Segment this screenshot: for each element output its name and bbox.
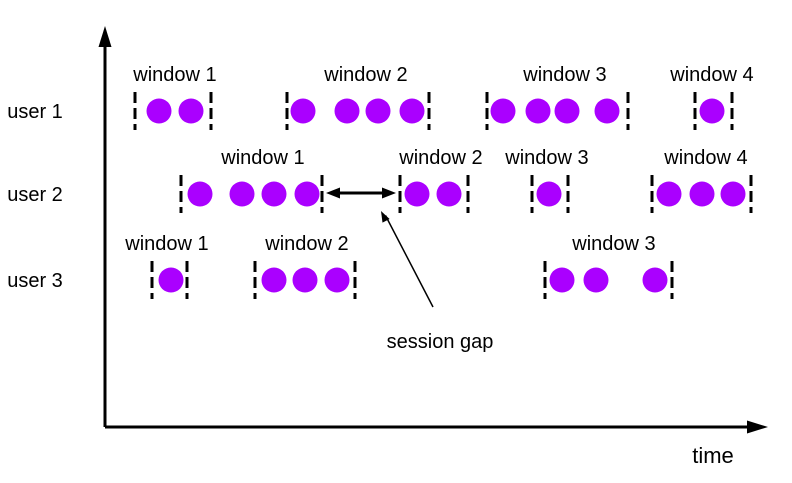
- window-label: window 4: [663, 147, 747, 169]
- event-dot: [656, 181, 682, 207]
- window-label: window 1: [132, 64, 216, 86]
- event-dot: [399, 98, 425, 124]
- session-gap-pointer-line: [384, 215, 434, 308]
- window-label: window 2: [264, 233, 348, 255]
- event-dot: [549, 267, 575, 293]
- session-gap-arrowhead-right-icon: [382, 187, 396, 199]
- user-row-label: user 3: [7, 270, 63, 292]
- event-dot: [490, 98, 516, 124]
- event-dot: [689, 181, 715, 207]
- event-dot: [324, 267, 350, 293]
- session-gap-arrowhead-left-icon: [326, 187, 340, 199]
- session-gap-pointer-arrowhead-icon: [381, 211, 390, 223]
- event-dot: [294, 181, 320, 207]
- y-axis: [98, 26, 112, 427]
- event-dot: [261, 267, 287, 293]
- event-dot: [229, 181, 255, 207]
- event-dot: [292, 267, 318, 293]
- event-dot: [554, 98, 580, 124]
- window-label: window 1: [124, 233, 208, 255]
- event-dot: [583, 267, 609, 293]
- event-dot: [146, 98, 172, 124]
- event-dot: [436, 181, 462, 207]
- user-row-label: user 1: [7, 101, 63, 123]
- event-dot: [404, 181, 430, 207]
- session-gap-annotation: session gap: [326, 187, 494, 353]
- window-label: window 1: [220, 147, 304, 169]
- user-row-label: user 2: [7, 184, 63, 206]
- event-dot: [158, 267, 184, 293]
- window-label: window 3: [504, 147, 588, 169]
- x-axis-label: time: [692, 443, 734, 468]
- event-dot: [178, 98, 204, 124]
- x-axis-arrowhead-icon: [747, 420, 768, 434]
- window-label: window 2: [398, 147, 482, 169]
- window-label: window 4: [669, 64, 753, 86]
- event-dot: [594, 98, 620, 124]
- event-dot: [334, 98, 360, 124]
- event-dot: [365, 98, 391, 124]
- event-dot: [699, 98, 725, 124]
- window-label: window 2: [323, 64, 407, 86]
- event-dot: [525, 98, 551, 124]
- window-label: window 3: [522, 64, 606, 86]
- event-dot: [187, 181, 213, 207]
- event-dot: [720, 181, 746, 207]
- session-gap-label: session gap: [387, 331, 494, 353]
- y-axis-arrowhead-icon: [98, 26, 112, 47]
- rows-layer: user 1 window 1 window 2 window 3 window 4 us…: [7, 64, 754, 299]
- event-dot: [290, 98, 316, 124]
- event-dot: [536, 181, 562, 207]
- event-dot: [642, 267, 668, 293]
- window-label: window 3: [571, 233, 655, 255]
- event-dot: [261, 181, 287, 207]
- x-axis: [105, 420, 768, 434]
